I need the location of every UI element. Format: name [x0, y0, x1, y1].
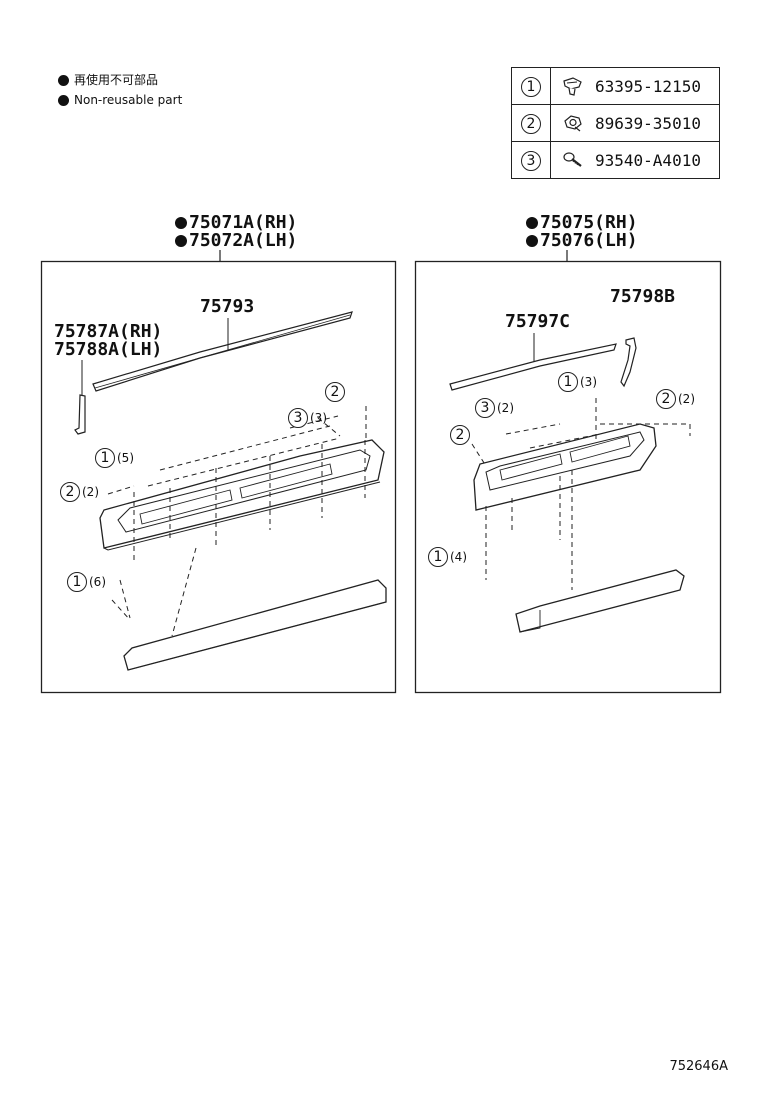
non-reusable-dot-icon — [526, 217, 538, 229]
parts-table: 1 63395-12150 2 89639-35010 — [511, 67, 720, 179]
circled-number: 2 — [656, 389, 676, 409]
legend-text-jp: 再使用不可部品 — [74, 73, 159, 87]
right-panel-frame — [414, 260, 722, 694]
part-number: 93540-A4010 — [595, 150, 701, 170]
left-header-rh-text: 75071A(RH) — [189, 212, 298, 233]
left-panel-frame — [40, 260, 397, 694]
screw-icon — [563, 152, 582, 167]
right-garnish-upper — [473, 423, 657, 511]
circled-number: 3 — [521, 150, 541, 171]
circled-number: 2 — [325, 382, 345, 402]
circled-number: 1 — [95, 448, 115, 468]
right-callout-1a: 1(3) — [558, 372, 597, 392]
parts-row: 2 89639-35010 — [511, 104, 720, 142]
left-dashed-guides — [107, 406, 367, 637]
left-callout-2a: 2 — [325, 382, 347, 402]
right-label-top: 75797C — [505, 311, 571, 332]
left-callout-2b: 2(2) — [60, 482, 99, 502]
callout-qty: (3) — [310, 411, 327, 425]
right-lower-moulding — [515, 569, 685, 633]
callout-qty: (2) — [678, 392, 695, 406]
right-dashed-guides — [471, 398, 691, 590]
left-callout-1b: 1(6) — [67, 572, 106, 592]
non-reusable-dot-icon — [526, 235, 538, 247]
callout-qty: (4) — [450, 550, 467, 564]
legend-text-en: Non-reusable part — [74, 93, 183, 107]
left-label-side-rh: 75787A(RH) — [54, 321, 163, 342]
left-header-lh-text: 75072A(LH) — [189, 230, 298, 251]
parts-row: 3 93540-A4010 — [511, 141, 720, 179]
left-label-side-lh: 75788A(LH) — [54, 339, 163, 360]
clip-icon — [563, 77, 582, 96]
circled-number: 1 — [521, 76, 541, 97]
legend-row-jp: 再使用不可部品 — [58, 70, 182, 90]
left-header-rh: 75071A(RH) — [175, 214, 297, 232]
right-header-lh: 75076(LH) — [526, 232, 638, 250]
circled-number: 1 — [428, 547, 448, 567]
right-header-rh-text: 75075(RH) — [540, 212, 638, 233]
legend: 再使用不可部品 Non-reusable part — [58, 70, 182, 110]
left-callout-3: 3(3) — [288, 408, 327, 428]
callout-qty: (6) — [89, 575, 106, 589]
left-weatherstrip — [92, 311, 353, 392]
part-number: 89639-35010 — [595, 113, 701, 133]
right-end-seal — [620, 337, 637, 388]
right-callout-1b: 1(4) — [428, 547, 467, 567]
circled-number: 1 — [67, 572, 87, 592]
non-reusable-dot-icon — [175, 217, 187, 229]
left-garnish-upper — [99, 439, 385, 551]
left-header-lh: 75072A(LH) — [175, 232, 297, 250]
non-reusable-dot-icon — [58, 74, 69, 86]
circled-number: 3 — [288, 408, 308, 428]
circled-number: 2 — [60, 482, 80, 502]
right-label-top-right: 75798B — [610, 286, 676, 307]
circled-number: 2 — [521, 113, 541, 134]
non-reusable-dot-icon — [175, 235, 187, 247]
circled-number: 2 — [450, 425, 470, 445]
callout-qty: (5) — [117, 451, 134, 465]
parts-pn-cell: 93540-A4010 — [550, 141, 720, 179]
illustration-code: 752646A — [669, 1059, 728, 1074]
right-header-lh-text: 75076(LH) — [540, 230, 638, 251]
callout-qty: (2) — [497, 401, 514, 415]
part-number: 63395-12150 — [595, 76, 701, 96]
callout-qty: (3) — [580, 375, 597, 389]
left-end-seal — [74, 394, 86, 435]
right-callout-2a: 2(2) — [656, 389, 695, 409]
left-callout-1a: 1(5) — [95, 448, 134, 468]
callout-qty: (2) — [82, 485, 99, 499]
left-lower-moulding — [123, 579, 387, 671]
right-callout-2b: 2 — [450, 425, 472, 445]
circled-number: 1 — [558, 372, 578, 392]
right-weatherstrip — [449, 343, 617, 391]
left-label-top: 75793 — [200, 296, 255, 317]
legend-row-en: Non-reusable part — [58, 90, 182, 110]
circled-number: 3 — [475, 398, 495, 418]
nut-clip-icon — [564, 115, 582, 132]
right-callout-3: 3(2) — [475, 398, 514, 418]
non-reusable-dot-icon — [58, 94, 69, 106]
right-header-rh: 75075(RH) — [526, 214, 638, 232]
